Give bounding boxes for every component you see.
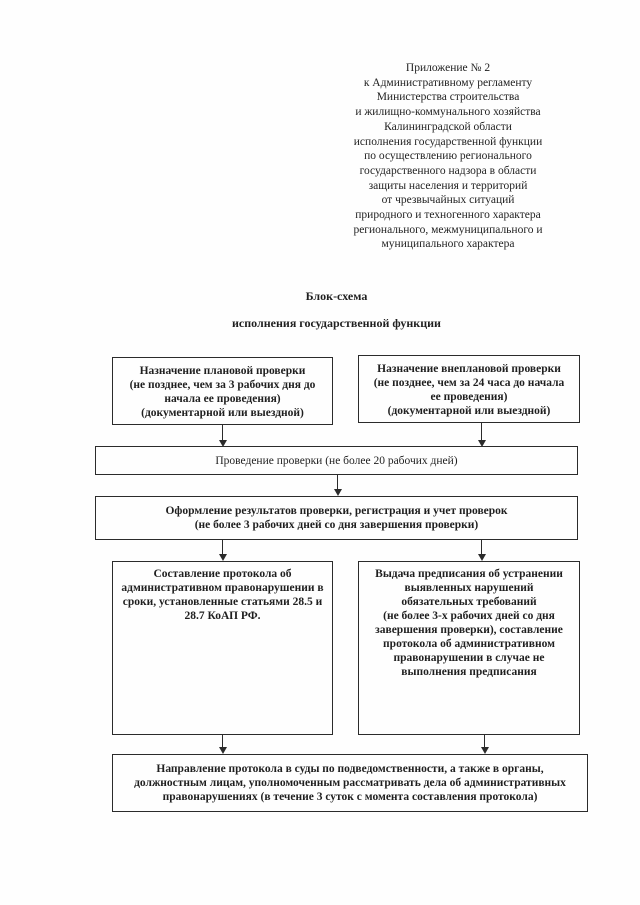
- flow-arrow-down-icon: [218, 425, 227, 447]
- flow-box-planned-inspection: Назначение плановой проверки (не позднее…: [112, 357, 333, 425]
- flow-box-label: Оформление результатов проверки, регистр…: [165, 505, 508, 531]
- flow-arrow-down-icon: [480, 735, 489, 754]
- flow-box-prescription: Выдача предписания об устранении выявлен…: [358, 561, 580, 735]
- appendix-header: Приложение № 2 к Административному регла…: [353, 62, 543, 251]
- flow-box-results-registration: Оформление результатов проверки, регистр…: [95, 496, 578, 540]
- flow-box-court-referral: Направление протокола в суды по подведом…: [112, 754, 588, 812]
- flow-arrow-down-icon: [333, 475, 342, 496]
- flow-arrow-down-icon: [477, 540, 486, 561]
- flow-box-protocol: Составление протокола об административно…: [112, 561, 333, 735]
- flow-arrow-down-icon: [218, 735, 227, 754]
- page-title: Блок-схема: [305, 289, 368, 303]
- flow-arrow-down-icon: [218, 540, 227, 561]
- flow-box-inspection: Проведение проверки (не более 20 рабочих…: [95, 446, 578, 475]
- flow-box-unplanned-inspection: Назначение внеплановой проверки (не позд…: [358, 355, 580, 423]
- flow-box-label: Проведение проверки (не более 20 рабочих…: [215, 454, 458, 467]
- flow-arrow-down-icon: [477, 423, 486, 447]
- flow-box-label: Направление протокола в суды по подведом…: [134, 763, 566, 803]
- page-subtitle: исполнения государственной функции: [232, 316, 441, 330]
